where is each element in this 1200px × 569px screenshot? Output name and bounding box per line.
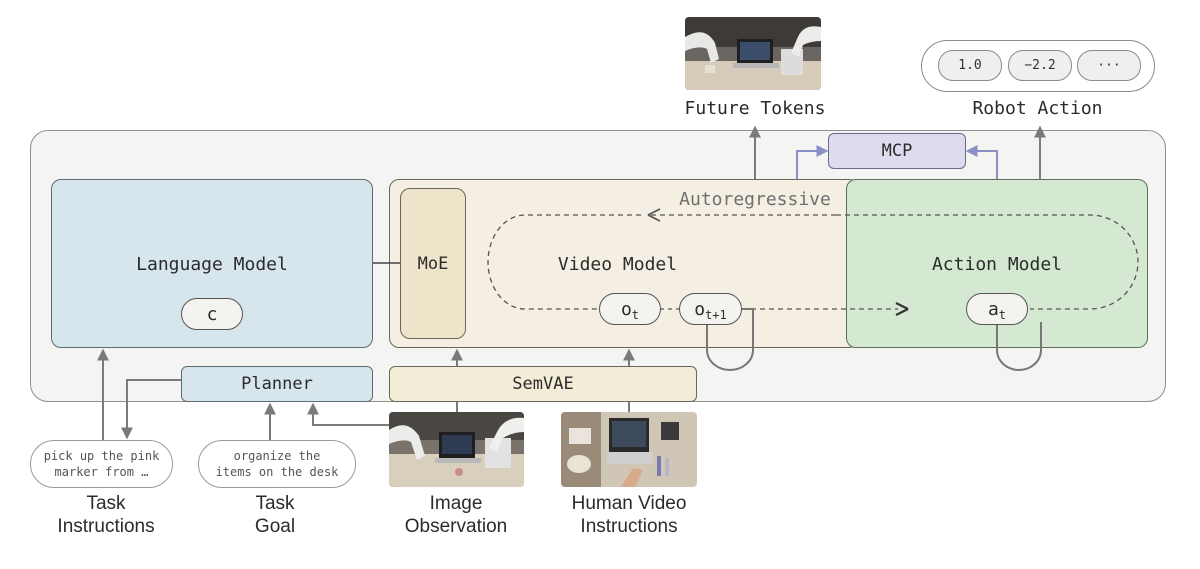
future-tokens-label: Future Tokens	[684, 97, 826, 119]
task-instructions-caption: Task Instructions	[57, 493, 155, 537]
to-action-arrowhead	[895, 302, 909, 316]
action-model-label: Action Model	[931, 253, 1063, 275]
image-observation-caption: Image Observation	[404, 493, 508, 537]
human-video-caption: Human Video Instructions	[571, 493, 687, 537]
video-self-loop	[706, 308, 754, 371]
mcp-label: MCP	[881, 141, 913, 161]
planner-label: Planner	[241, 374, 313, 394]
mcp-box: MCP	[828, 133, 966, 169]
semvae-label: SemVAE	[512, 374, 574, 394]
language-token-pill: c	[181, 298, 243, 330]
action-value-pill: ···	[1077, 50, 1141, 81]
task-instruction-bubble: pick up the pink marker from …	[30, 440, 173, 488]
semvae-box: SemVAE	[389, 366, 697, 402]
video-model-label: Video Model	[557, 253, 678, 275]
task-goal-bubble: organize the items on the desk	[198, 440, 356, 488]
autoregressive-loop-right	[836, 214, 1139, 310]
language-model-label: Language Model	[136, 253, 288, 275]
autoregressive-label: Autoregressive	[679, 188, 831, 210]
planner-to-task-arrow	[121, 379, 181, 440]
mcp-right-arrow	[965, 145, 998, 179]
robot-action-label: Robot Action	[972, 97, 1103, 119]
action-value-pill: 1.0	[938, 50, 1002, 81]
autoregressive-loop-left	[487, 214, 641, 310]
moe-label: MoE	[417, 253, 449, 274]
action-value-pill: −2.2	[1008, 50, 1072, 81]
task-goal-caption: Task Goal	[254, 493, 296, 537]
action-self-loop	[996, 322, 1042, 371]
video-model-box	[389, 179, 859, 348]
autoregressive-arrowhead	[647, 208, 661, 222]
language-token-label: c	[206, 303, 218, 325]
image-observation-image	[389, 412, 524, 487]
future-frame-image	[685, 17, 821, 90]
moe-box: MoE	[400, 188, 466, 339]
human-video-image	[561, 412, 697, 487]
image-to-planner-arrow	[307, 402, 389, 426]
mcp-left-arrow	[796, 145, 829, 179]
planner-box: Planner	[181, 366, 373, 402]
